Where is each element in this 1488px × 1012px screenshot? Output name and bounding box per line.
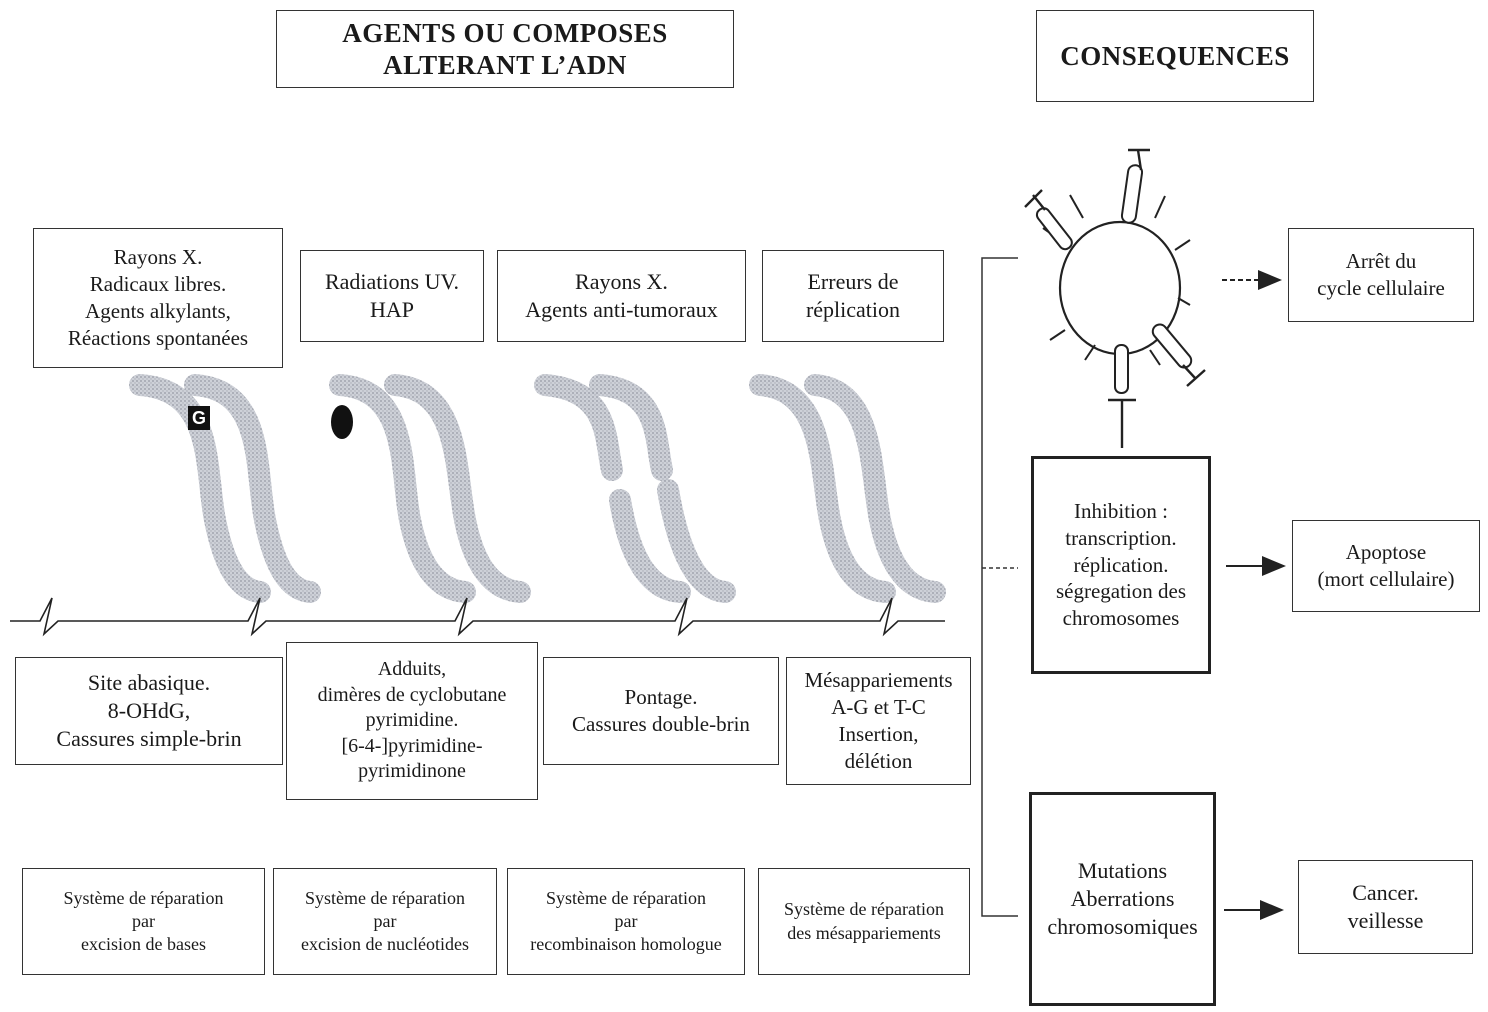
outcome-apoptosis: Apoptose (mort cellulaire) [1292, 520, 1480, 612]
lesion-2-line-5: pyrimidinone [358, 760, 466, 783]
outcome-2-line-2: (mort cellulaire) [1317, 567, 1455, 591]
inhibition-line-4: ségregation des [1055, 579, 1187, 604]
repair-box-ber: Système de réparation par excision de ba… [22, 868, 265, 975]
repair-box-mmr: Système de réparation des mésappariement… [758, 868, 970, 975]
agent-1-line-4: Réactions spontanées [67, 325, 249, 350]
lesion-1-line-3: Cassures simple-brin [56, 726, 242, 752]
dna-helix-2 [329, 374, 531, 603]
agent-1-line-3: Agents alkylants, [85, 299, 231, 323]
mutations-line-1: Mutations [1077, 857, 1168, 883]
lesion-box-3: Pontage. Cassures double-brin [543, 657, 779, 765]
lesion-box-2: Adduits, dimères de cyclobutane pyrimidi… [286, 642, 538, 800]
consequences-header-label: CONSEQUENCES [1060, 40, 1290, 71]
agent-1-line-1: Rayons X. [113, 245, 203, 270]
agents-header: AGENTS OU COMPOSES ALTERANT L’ADN [276, 10, 734, 88]
repair-2-line-1: Système de réparation [305, 887, 465, 908]
lesion-4-line-2: A-G et T-C [831, 695, 926, 720]
inhibition-box: Inhibition : transcription. réplication.… [1031, 456, 1211, 674]
outcome-2-line-1: Apoptose [1345, 540, 1427, 565]
guanine-marker: G [188, 406, 210, 430]
inhibition-line-1: Inhibition : [1074, 498, 1168, 523]
agent-box-4: Erreurs de réplication [762, 250, 944, 342]
lesion-2-line-2: dimères de cyclobutane [317, 683, 507, 706]
baseline [10, 597, 945, 637]
agent-4-line-1: Erreurs de [807, 268, 899, 294]
inhibition-line-5: chromosomes [1062, 606, 1180, 631]
consequence-bracket [981, 257, 1018, 917]
agent-box-2: Radiations UV. HAP [300, 250, 484, 342]
dna-helix-4 [749, 374, 946, 603]
repair-box-ner: Système de réparation par excision de nu… [273, 868, 497, 975]
lesion-1-line-1: Site abasique. [87, 669, 211, 695]
mutations-line-2: Aberrations [1070, 885, 1175, 911]
outcome-1-line-2: cycle cellulaire [1317, 276, 1445, 300]
mutations-line-3: chromosomiques [1047, 914, 1198, 940]
cell-cycle-figure [1024, 148, 1206, 448]
agents-header-line-2: ALTERANT L’ADN [383, 50, 627, 80]
lesion-box-1: Site abasique. 8-OHdG, Cassures simple-b… [15, 657, 283, 765]
outcome-cancer: Cancer. veillesse [1298, 860, 1473, 954]
repair-box-hr: Système de réparation par recombinaison … [507, 868, 745, 975]
repair-2-line-2: par [373, 910, 397, 931]
lesion-4-line-1: Mésappariements [804, 668, 953, 693]
outcome-3-line-2: veillesse [1347, 908, 1424, 933]
mutations-box: Mutations Aberrations chromosomiques [1029, 792, 1216, 1006]
consequences-header: CONSEQUENCES [1036, 10, 1314, 102]
agent-1-line-2: Radicaux libres. [89, 272, 227, 297]
guanine-marker-label: G [191, 407, 206, 428]
agent-4-line-2: réplication [805, 297, 901, 322]
lesion-2-line-4: [6-4-]pyrimidine- [341, 734, 483, 757]
repair-4-line-1: Système de réparation [784, 899, 944, 920]
repair-1-line-3: excision de bases [81, 934, 206, 955]
repair-2-line-3: excision de nucléotides [301, 934, 469, 955]
outcome-cell-cycle-arrest: Arrêt du cycle cellulaire [1288, 228, 1474, 322]
lesion-1-line-2: 8-OHdG, [107, 697, 191, 723]
repair-3-line-2: par [614, 910, 638, 931]
agent-3-line-1: Rayons X. [575, 268, 668, 294]
lesion-4-line-3: Insertion, [838, 722, 919, 746]
outcome-arrows [1222, 270, 1286, 920]
outcome-3-line-1: Cancer. [1352, 879, 1419, 905]
lesion-2-line-1: Adduits, [377, 658, 447, 681]
agent-box-3: Rayons X. Agents anti-tumoraux [497, 250, 746, 342]
lesion-box-4: Mésappariements A-G et T-C Insertion, dé… [786, 657, 971, 785]
dna-helix-1 [129, 374, 321, 603]
repair-3-line-1: Système de réparation [546, 887, 706, 908]
lesion-3-line-1: Pontage. [624, 685, 698, 710]
outcome-1-line-1: Arrêt du [1345, 249, 1417, 274]
repair-3-line-3: recombinaison homologue [530, 934, 722, 955]
agent-box-1: Rayons X. Radicaux libres. Agents alkyla… [33, 228, 283, 368]
agent-2-line-1: Radiations UV. [324, 268, 460, 294]
adduct-marker [331, 405, 353, 439]
agent-3-line-2: Agents anti-tumoraux [525, 297, 718, 322]
dna-helix-3 [534, 374, 736, 603]
lesion-2-line-3: pyrimidine. [365, 709, 459, 732]
inhibition-line-2: transcription. [1065, 525, 1177, 550]
inhibition-line-3: réplication. [1073, 552, 1169, 577]
repair-1-line-1: Système de réparation [63, 887, 224, 908]
lesion-4-line-4: délétion [844, 748, 913, 773]
lesion-3-line-2: Cassures double-brin [572, 712, 750, 736]
agents-header-line-1: AGENTS OU COMPOSES [342, 17, 668, 48]
agent-2-line-2: HAP [369, 297, 414, 322]
repair-1-line-2: par [132, 910, 155, 931]
repair-4-line-2: des mésappariements [787, 922, 941, 943]
